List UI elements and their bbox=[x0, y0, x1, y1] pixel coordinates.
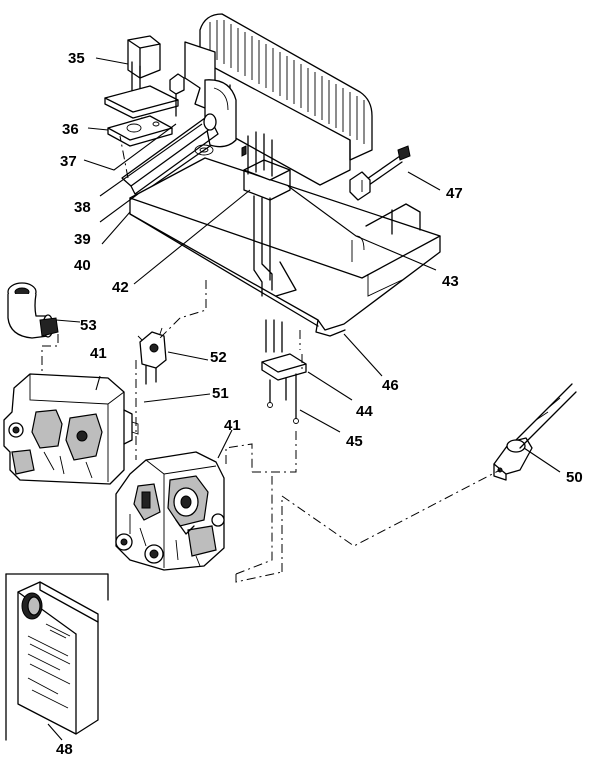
callout-46: 46 bbox=[382, 377, 399, 394]
callout-53: 53 bbox=[80, 317, 97, 334]
callout-44: 44 bbox=[356, 403, 373, 420]
callout-43: 43 bbox=[442, 273, 459, 290]
igniter-bracket bbox=[261, 353, 307, 424]
callout-35: 35 bbox=[68, 50, 85, 67]
callout-52: 52 bbox=[210, 349, 227, 366]
manual-box bbox=[5, 573, 109, 741]
callout-45: 45 bbox=[346, 433, 363, 450]
assembly-centerlines bbox=[41, 135, 501, 583]
pilot-connector bbox=[137, 327, 167, 385]
callout-labels: 35 36 37 38 39 40 42 53 41 52 51 41 47 4… bbox=[56, 50, 583, 758]
burner-tubes bbox=[121, 113, 219, 197]
pilot-assembly bbox=[104, 35, 185, 147]
callout-38: 38 bbox=[74, 199, 91, 216]
callout-39: 39 bbox=[74, 231, 91, 248]
callout-41-left: 41 bbox=[90, 345, 107, 362]
elbow-fitting bbox=[7, 282, 59, 339]
heat-exchanger bbox=[184, 13, 373, 186]
callout-48: 48 bbox=[56, 741, 73, 758]
callout-40: 40 bbox=[74, 257, 91, 274]
fitting-rod bbox=[349, 145, 411, 201]
callout-47: 47 bbox=[446, 185, 463, 202]
callout-41-center: 41 bbox=[224, 417, 241, 434]
callout-42: 42 bbox=[112, 279, 129, 296]
callout-51: 51 bbox=[212, 385, 229, 402]
burner-tray bbox=[129, 157, 441, 337]
gas-valve-center bbox=[115, 451, 225, 571]
thermostat-bracket bbox=[493, 383, 577, 481]
callout-36: 36 bbox=[62, 121, 79, 138]
electrode-bracket bbox=[241, 131, 297, 353]
callout-37: 37 bbox=[60, 153, 77, 170]
gas-valve-left bbox=[3, 373, 139, 485]
callout-50: 50 bbox=[566, 469, 583, 486]
leader-lines bbox=[47, 57, 561, 741]
